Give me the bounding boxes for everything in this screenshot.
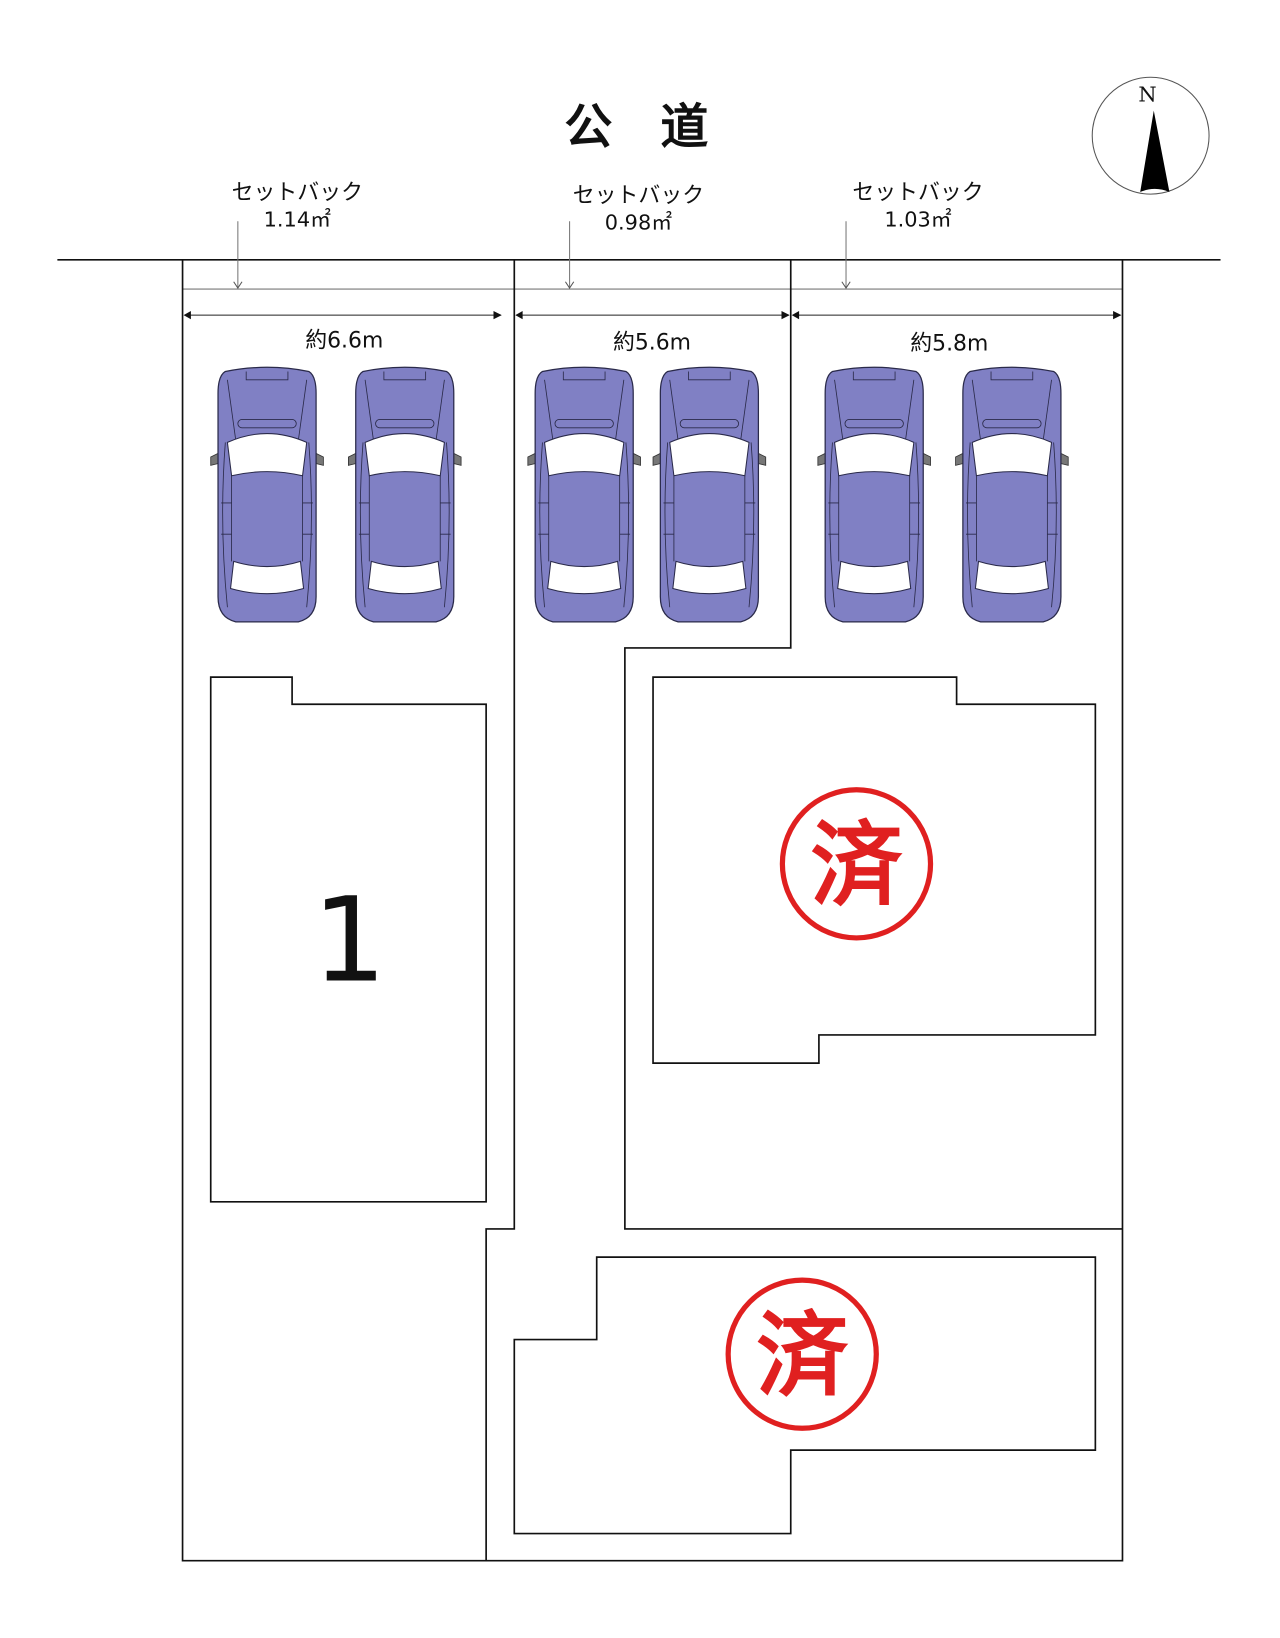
north-arrow-icon [1140,110,1170,193]
sold-stamp-icon [779,787,934,941]
frontage-dimension-2: 約5.6m [515,310,790,356]
car-icon [210,366,325,623]
compass-north-label: N [1138,82,1156,106]
setback-2: セットバック 0.98㎡ [564,183,704,289]
lot-3-building[interactable]: 済 [513,1256,1097,1535]
setback-area: 0.98㎡ [605,211,672,235]
road-label: 公 道 [564,99,708,155]
setback-area: 1.14㎡ [264,207,331,231]
setback-3: セットバック 1.03㎡ [841,180,984,289]
compass-circle [1091,76,1210,195]
frontage-dimension-1: 約6.6m [183,310,502,353]
frontage-label: 約5.8m [910,332,988,357]
lot-boundaries [181,259,1124,1562]
frontage-dimension-3: 約5.8m [791,310,1122,357]
sold-mark: 済 [756,1303,848,1410]
sold-mark: 済 [811,812,903,919]
car-icon [652,366,767,623]
car-icon [527,366,642,623]
lot-number: 1 [312,873,386,1009]
lot-2-building[interactable]: 済 [652,676,1097,1064]
lot-1-building[interactable]: 1 [209,676,487,1203]
setback-1: セットバック 1.14㎡ [232,180,363,289]
sold-stamp-icon [725,1277,879,1431]
setback-area: 1.03㎡ [884,207,951,231]
setback-title: セットバック [232,180,363,205]
frontage-label: 約6.6m [305,328,383,353]
setback-title: セットバック [573,183,704,208]
frontage-label: 約5.6m [613,331,691,356]
car-icon [347,366,462,623]
setback-title: セットバック [852,180,983,205]
car-icon [817,366,932,623]
car-icon [954,366,1069,623]
parking-cars [210,366,1069,623]
north-compass: N [1091,76,1210,195]
